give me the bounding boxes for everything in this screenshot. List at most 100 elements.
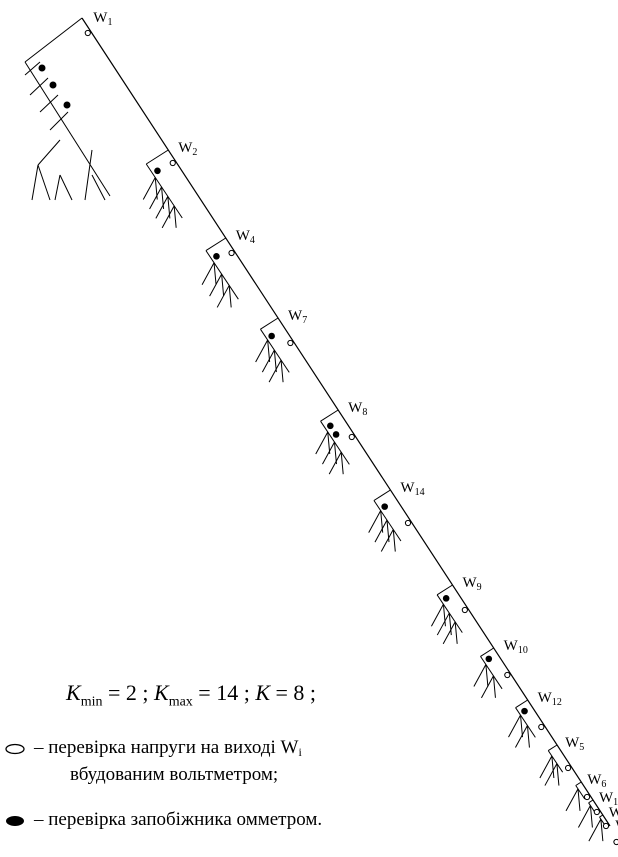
branch-line (575, 785, 586, 800)
leaf-tick (49, 111, 69, 131)
leaf-tick (600, 819, 604, 842)
leaf-tick (508, 714, 521, 738)
node-label-w7: W7 (288, 308, 307, 326)
k-symbol: K (255, 680, 271, 705)
leaf-tick (448, 613, 452, 636)
node-label-sub: 10 (518, 645, 528, 656)
branch-line (436, 584, 453, 596)
leaf-tick (485, 664, 489, 687)
leaf-tick (442, 604, 446, 627)
leaf-tick (155, 196, 169, 219)
filled-circle-marker (63, 101, 71, 109)
leaf-tick (322, 441, 335, 465)
check-markers (38, 29, 618, 846)
leaf-tick (84, 149, 93, 201)
node-label-w12: W12 (538, 690, 562, 708)
branch-line (588, 799, 594, 804)
main-diagonal-line (81, 17, 611, 827)
node-label-sub: 14 (415, 487, 425, 498)
filled-circle-marker (213, 253, 220, 260)
k-min-value: = 2 ; (102, 680, 154, 705)
node-label-w10: W10 (504, 638, 528, 656)
open-circle-icon (5, 743, 25, 754)
filled-circle-marker (154, 167, 161, 175)
leaf-tick (380, 529, 394, 552)
branch-lines (24, 17, 606, 842)
leaf-tick (520, 715, 524, 738)
branch-line (24, 61, 111, 197)
leaf-tick (430, 604, 444, 627)
filled-circle-marker (49, 81, 57, 89)
open-circle-marker (287, 339, 294, 347)
legend-open-circle: – перевірка напруги на виході Wi (4, 735, 302, 765)
filled-circle-marker (38, 64, 46, 72)
leaf-tick (213, 262, 217, 285)
leaf-tick (221, 274, 225, 297)
open-circle-marker (504, 671, 511, 679)
leaf-tick (392, 529, 396, 552)
open-circle-marker (228, 249, 235, 257)
leaf-tick (31, 164, 39, 201)
k-min-symbol: K (66, 680, 81, 705)
node-label-w1: W1 (93, 10, 112, 28)
leaf-tick (492, 675, 496, 698)
legend-filled-circle: – перевірка запобіжника омметром. (4, 807, 322, 833)
leaf-tick (551, 755, 555, 779)
legend-open-sub: i (298, 745, 302, 759)
leaf-tick (209, 273, 223, 297)
leaf-tick (481, 675, 494, 699)
leaf-tick (539, 755, 553, 779)
open-circle-marker (583, 793, 591, 801)
filled-circle-marker (327, 422, 334, 430)
node-label-w9: W9 (463, 575, 482, 593)
leaf-tick (515, 725, 528, 748)
node-label-w13: W13 (609, 805, 618, 823)
node-label-w14: W14 (400, 480, 424, 498)
open-circle-marker (461, 606, 468, 614)
leaf-tick (454, 621, 458, 644)
leaf-tick (59, 174, 73, 201)
node-label-sub: 6 (601, 779, 606, 790)
leaf-tick (280, 360, 284, 383)
branch-line (205, 237, 227, 252)
node-label-w2: W2 (178, 140, 197, 158)
k-max-value: = 14 ; (192, 680, 256, 705)
filled-circle-marker (521, 707, 528, 715)
branch-line (145, 163, 183, 219)
node-label-w4: W4 (236, 228, 255, 246)
leaf-tick (577, 805, 591, 828)
open-circle-marker (348, 433, 355, 441)
k-min-sub: min (80, 694, 103, 710)
node-label-sub: 2 (192, 147, 197, 158)
leaf-tick (39, 94, 59, 113)
node-label-w6: W6 (587, 772, 606, 790)
leaf-tick (577, 788, 581, 811)
open-circle-marker (564, 764, 572, 772)
node-label-sub: 7 (302, 315, 307, 326)
legend-open-circle-cont: вбудованим вольтметром; (70, 762, 278, 788)
node-label-w3: W3 (615, 818, 618, 836)
legend-filled-text: – перевірка запобіжника омметром. (34, 809, 323, 830)
leaf-tick (340, 452, 344, 475)
open-circle-marker (602, 822, 610, 830)
leaf-tick (261, 349, 275, 373)
branch-line (515, 699, 528, 709)
leaf-tick (436, 612, 450, 636)
legend-open-text: – перевірка напруги на виході W (34, 737, 299, 758)
leaf-tick (54, 174, 61, 201)
node-label-sub: 11 (613, 797, 618, 808)
node-labels: W1W2W4W7W8W14W9W10W12W5W6W11W13W3 (93, 10, 618, 836)
open-circle-marker (169, 159, 176, 167)
leaf-tick (556, 763, 560, 786)
open-circle-marker (404, 519, 412, 527)
branch-line (575, 781, 582, 786)
branch-line (480, 647, 494, 657)
k-value: = 8 ; (270, 680, 317, 705)
leaf-tick (201, 262, 215, 285)
branch-line (145, 149, 169, 165)
node-label-w8: W8 (348, 400, 367, 418)
leaf-tick (368, 510, 382, 533)
leaf-tick (37, 164, 51, 201)
leaf-tick (149, 186, 162, 210)
branch-line (480, 656, 503, 690)
